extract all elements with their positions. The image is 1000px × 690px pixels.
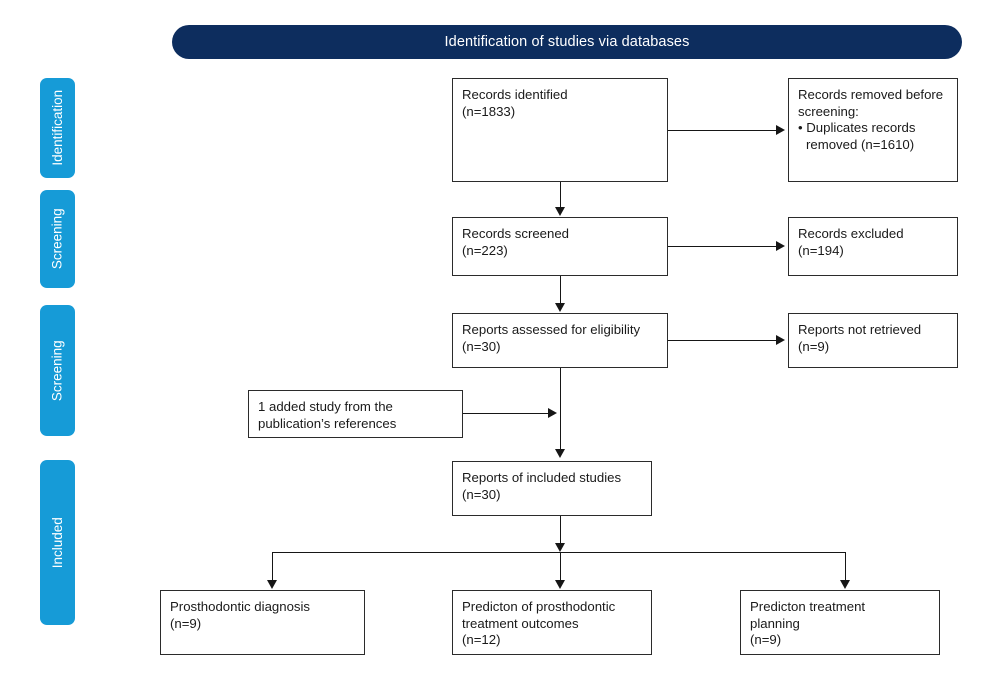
node-added-study: 1 added study from the publication’s ref… bbox=[248, 390, 463, 438]
stage-tab-identification: Identification bbox=[40, 78, 75, 178]
node-records-removed: Records removed before screening: • Dupl… bbox=[788, 78, 958, 182]
stage-tab-included-label: Included bbox=[49, 516, 65, 569]
node-records-identified-line-1: Records identified bbox=[462, 87, 568, 102]
node-records-identified-line-2: (n=1833) bbox=[462, 103, 516, 119]
connector-assessed-to-not-retrieved-arrowhead bbox=[776, 335, 785, 345]
connector-added-study-to-trunk-arrowhead bbox=[548, 408, 557, 418]
connector-split-to-diagnosis-arrowhead bbox=[266, 580, 277, 589]
node-outcome-treatment-outcomes-line-2: treatment outcomes bbox=[462, 615, 579, 631]
node-records-excluded-line-2: (n=194) bbox=[798, 242, 844, 258]
node-reports-included: Reports of included studies (n=30) bbox=[452, 461, 652, 516]
connector-screened-to-excluded bbox=[668, 246, 776, 247]
node-outcome-diagnosis: Prosthodontic diagnosis (n=9) bbox=[160, 590, 365, 655]
node-reports-assessed: Reports assessed for eligibility (n=30) bbox=[452, 313, 668, 368]
node-outcome-diagnosis-line-2: (n=9) bbox=[170, 615, 202, 631]
node-records-screened-line-2: (n=223) bbox=[462, 242, 508, 258]
node-records-removed-line-3: • Duplicates records bbox=[798, 120, 916, 135]
connector-identified-to-screened bbox=[560, 182, 561, 208]
connector-screened-to-excluded-arrowhead bbox=[776, 241, 785, 251]
node-reports-not-retrieved-line-2: (n=9) bbox=[798, 338, 830, 354]
node-outcome-treatment-outcomes: Predicton of prosthodontic treatment out… bbox=[452, 590, 652, 655]
node-added-study-line-2: publication’s references bbox=[258, 415, 397, 431]
node-outcome-treatment-planning-line-3: (n=9) bbox=[750, 632, 782, 647]
node-reports-not-retrieved-line-1: Reports not retrieved bbox=[798, 322, 922, 337]
connector-split-to-diagnosis bbox=[272, 552, 273, 581]
connector-split-to-planning-arrowhead bbox=[839, 580, 850, 589]
connector-added-study-to-trunk bbox=[463, 413, 548, 414]
node-reports-not-retrieved: Reports not retrieved (n=9) bbox=[788, 313, 958, 368]
node-outcome-treatment-planning-line-2: planning bbox=[750, 615, 800, 631]
connector-split-bar bbox=[272, 552, 845, 553]
node-records-identified: Records identified (n=1833) bbox=[452, 78, 668, 182]
node-records-removed-line-2: screening: bbox=[798, 103, 859, 119]
node-records-excluded: Records excluded (n=194) bbox=[788, 217, 958, 276]
node-outcome-diagnosis-line-1: Prosthodontic diagnosis bbox=[170, 599, 311, 614]
node-records-removed-line-4: removed (n=1610) bbox=[806, 136, 915, 152]
stage-tab-included: Included bbox=[40, 460, 75, 625]
connector-identified-to-removed-arrowhead bbox=[776, 125, 785, 135]
node-reports-included-line-1: Reports of included studies bbox=[462, 470, 622, 485]
node-outcome-treatment-planning-line-1: Predicton treatment bbox=[750, 599, 866, 614]
stage-tab-screening-2: Screening bbox=[40, 305, 75, 436]
diagram-header-banner: Identification of studies via databases bbox=[172, 25, 962, 59]
connector-included-to-split bbox=[560, 516, 561, 544]
node-records-screened-line-1: Records screened bbox=[462, 226, 570, 241]
connector-screened-to-assessed bbox=[560, 276, 561, 304]
node-reports-assessed-line-2: (n=30) bbox=[462, 338, 501, 354]
node-records-excluded-line-1: Records excluded bbox=[798, 226, 904, 241]
connector-split-to-outcomes-arrowhead bbox=[554, 580, 565, 589]
stage-tab-screening-1-label: Screening bbox=[49, 208, 65, 270]
node-reports-assessed-line-1: Reports assessed for eligibility bbox=[462, 322, 641, 337]
node-added-study-line-1: 1 added study from the bbox=[258, 399, 393, 414]
node-outcome-treatment-outcomes-line-1: Predicton of prosthodontic bbox=[462, 599, 616, 614]
connector-identified-to-removed bbox=[668, 130, 776, 131]
connector-assessed-to-included-arrowhead bbox=[554, 449, 565, 458]
connector-split-to-planning bbox=[845, 552, 846, 581]
connector-screened-to-assessed-arrowhead bbox=[554, 303, 565, 312]
diagram-header-title: Identification of studies via databases bbox=[444, 33, 690, 50]
connector-included-to-split-arrowhead bbox=[554, 543, 565, 552]
node-outcome-treatment-planning: Predicton treatment planning (n=9) bbox=[740, 590, 940, 655]
connector-split-to-outcomes bbox=[560, 552, 561, 581]
node-reports-included-line-2: (n=30) bbox=[462, 486, 501, 502]
stage-tab-identification-label: Identification bbox=[49, 90, 65, 166]
node-records-removed-line-1: Records removed before bbox=[798, 87, 944, 102]
stage-tab-screening-1: Screening bbox=[40, 190, 75, 288]
stage-tab-screening-2-label: Screening bbox=[49, 340, 65, 401]
node-outcome-treatment-outcomes-line-3: (n=12) bbox=[462, 632, 501, 647]
node-records-screened: Records screened (n=223) bbox=[452, 217, 668, 276]
connector-assessed-to-not-retrieved bbox=[668, 340, 776, 341]
connector-identified-to-screened-arrowhead bbox=[554, 207, 565, 216]
connector-assessed-to-included bbox=[560, 368, 561, 450]
